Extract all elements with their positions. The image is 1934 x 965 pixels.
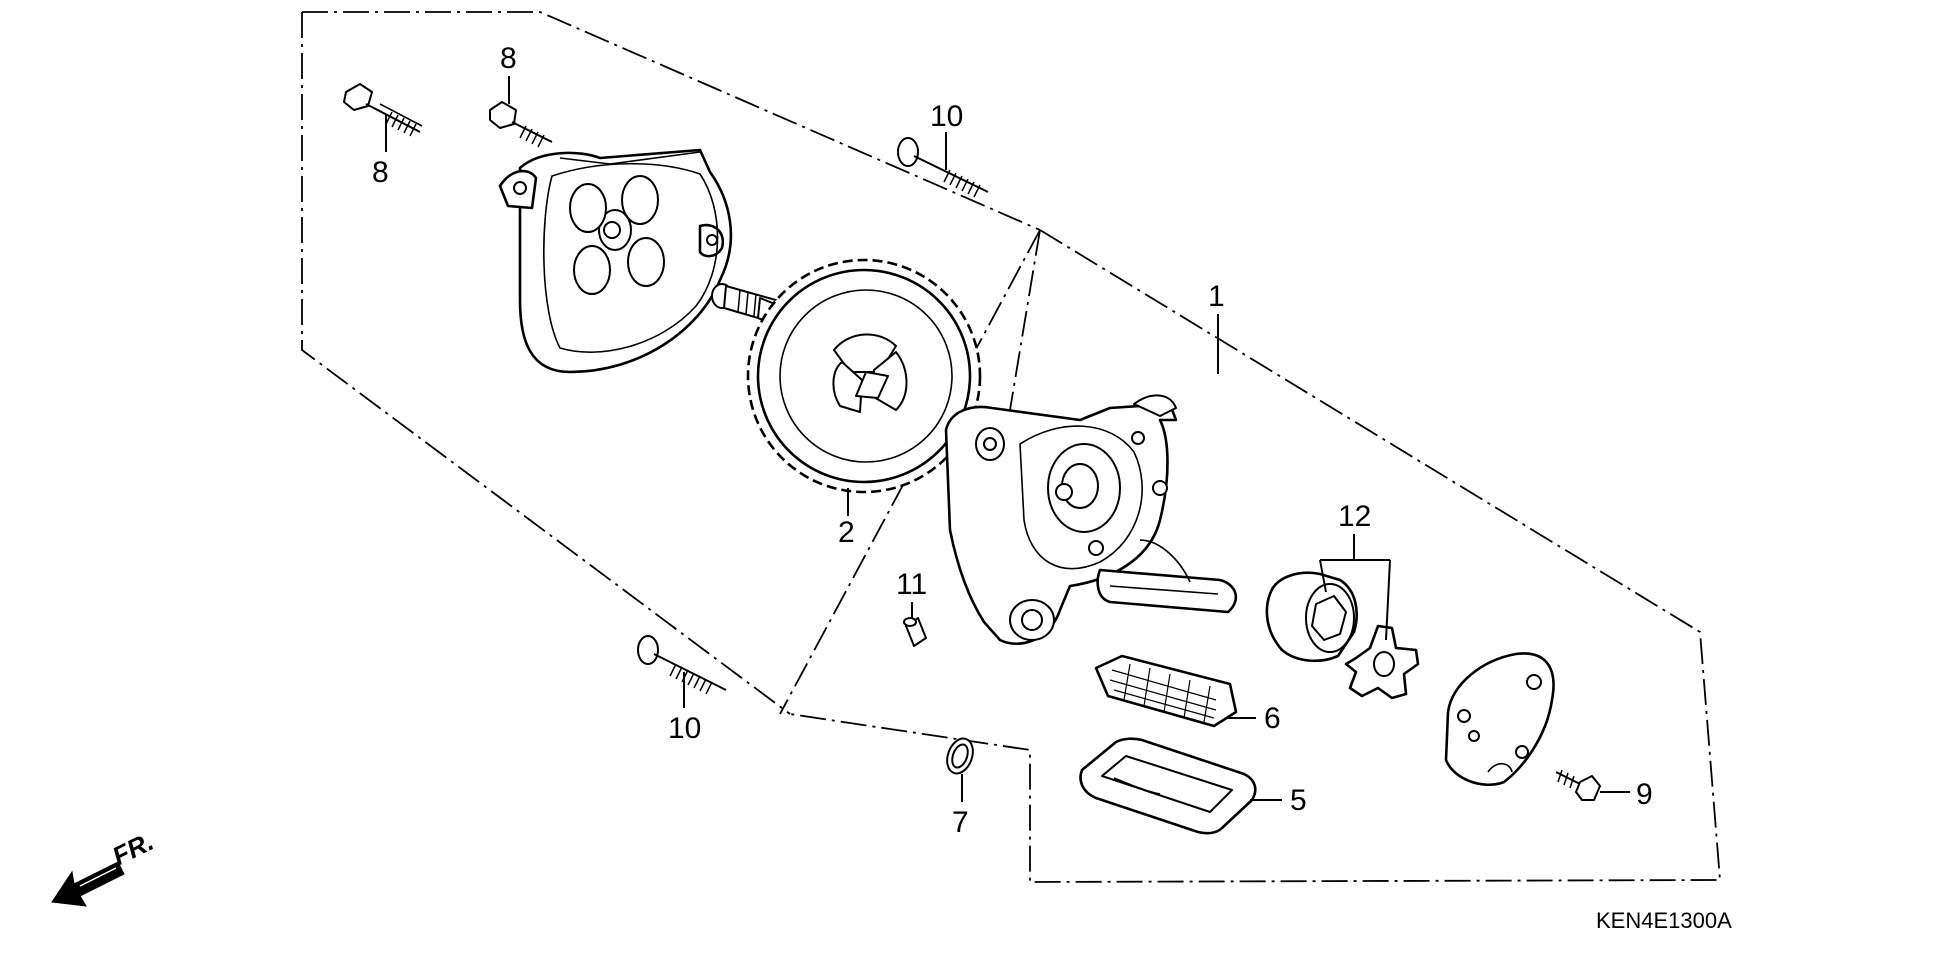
rotor-set-12 bbox=[1265, 571, 1420, 700]
callout-5: 5 bbox=[1290, 784, 1307, 817]
pump-cover bbox=[498, 148, 733, 374]
callout-10a: 10 bbox=[930, 100, 963, 133]
callout-8b: 8 bbox=[372, 156, 389, 189]
callout-6: 6 bbox=[1264, 702, 1281, 735]
callout-9: 9 bbox=[1636, 778, 1653, 811]
rotor-cover-plate bbox=[1444, 652, 1555, 787]
pump-body bbox=[944, 394, 1238, 645]
callout-10b: 10 bbox=[668, 712, 701, 745]
callout-11: 11 bbox=[896, 568, 927, 601]
bolt-10-lower bbox=[637, 635, 727, 695]
front-direction-arrow-icon bbox=[51, 861, 125, 907]
dowel-pin-11 bbox=[903, 617, 927, 647]
callout-2: 2 bbox=[838, 516, 855, 549]
bolt-10-upper bbox=[897, 137, 989, 198]
drive-gear-2 bbox=[746, 258, 982, 494]
seal-5 bbox=[1079, 737, 1257, 835]
o-ring-7 bbox=[946, 737, 974, 775]
callout-12: 12 bbox=[1338, 500, 1371, 533]
diagram-code: KEN4E1300A bbox=[1596, 908, 1732, 933]
bolt-9 bbox=[1555, 769, 1601, 801]
callout-1: 1 bbox=[1208, 280, 1225, 313]
callout-7: 7 bbox=[952, 806, 969, 839]
bolt-8-upper bbox=[489, 101, 553, 148]
leader-12 bbox=[1319, 534, 1391, 641]
bolt-8-left bbox=[343, 83, 423, 137]
oil-screen-6 bbox=[1094, 654, 1238, 728]
assembly-boundary bbox=[301, 11, 1721, 883]
callout-8a: 8 bbox=[500, 42, 517, 75]
